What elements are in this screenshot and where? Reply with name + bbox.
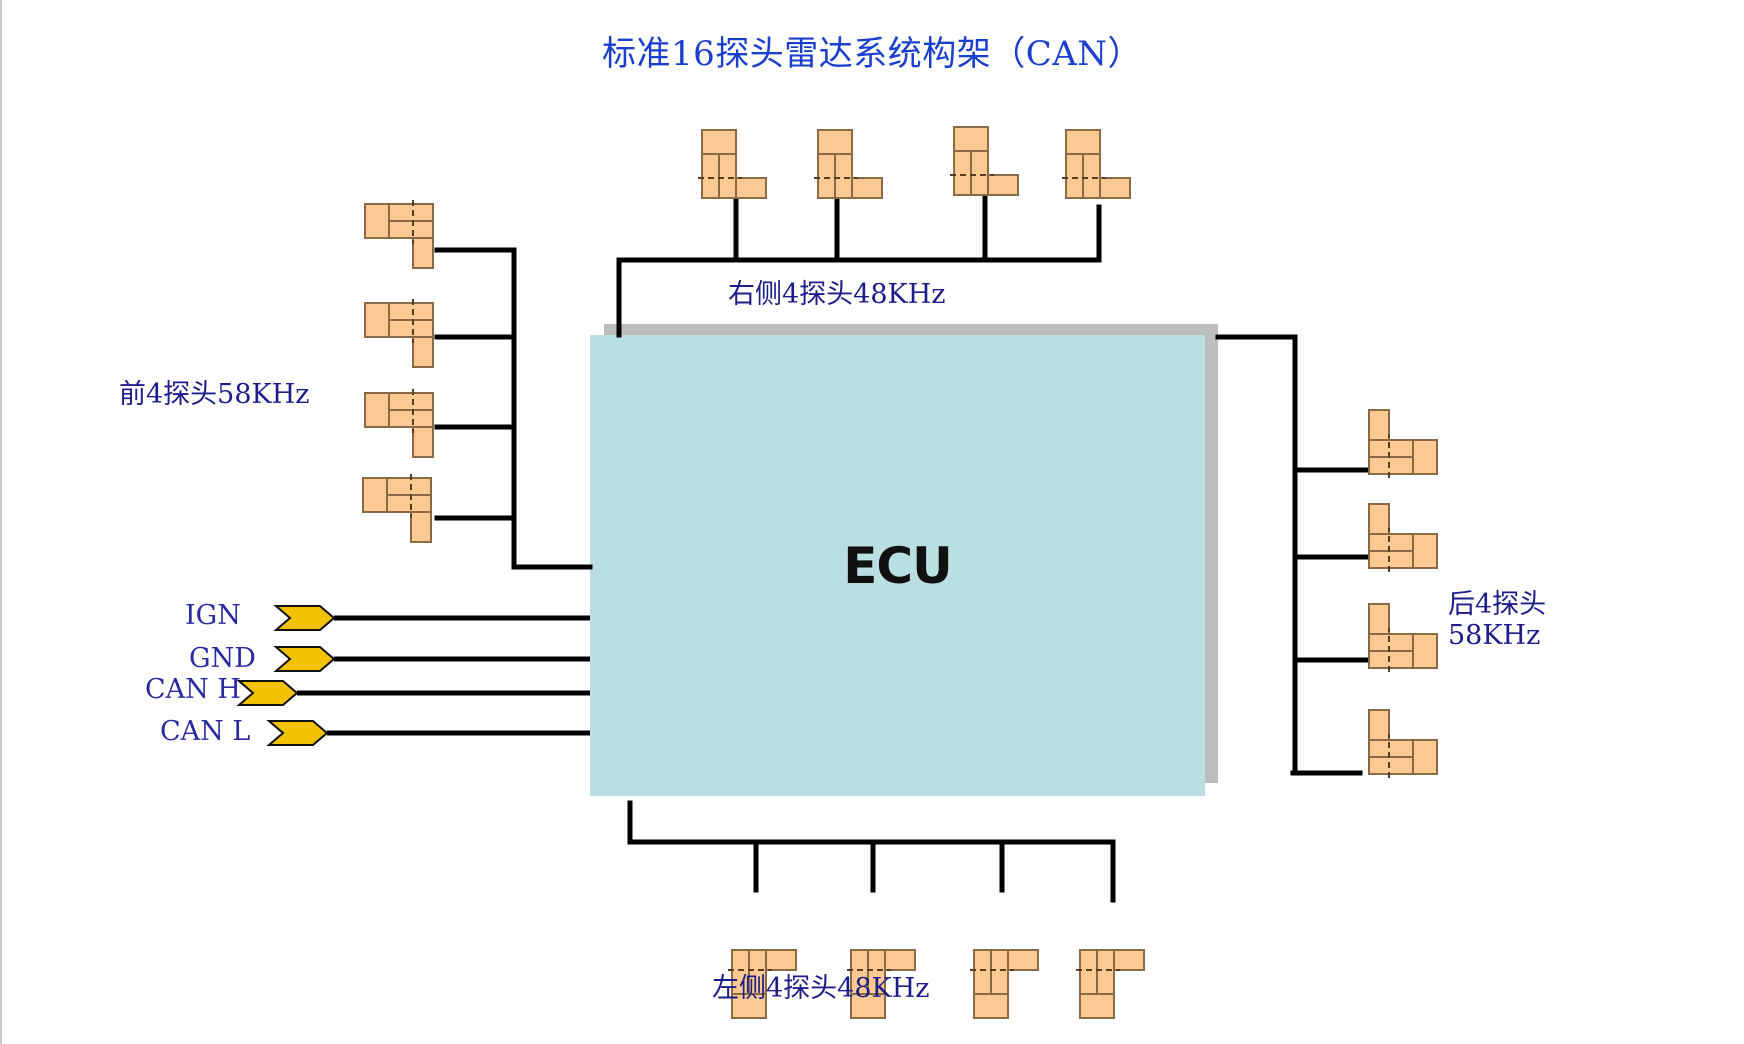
page-border — [0, 0, 2, 1044]
right-side-group-label: 右侧4探头48KHz — [728, 279, 946, 310]
signal-wires — [297, 615, 590, 736]
rear-group-label-line2: 58KHz — [1448, 620, 1541, 651]
sensor-front-1 — [364, 199, 434, 269]
sensor-rear-3 — [1368, 603, 1438, 673]
connector-can-l — [266, 720, 329, 746]
rear-bus — [1215, 334, 1373, 776]
front-bus — [434, 247, 593, 570]
sensor-rear-1 — [1368, 409, 1438, 479]
sensor-right-3 — [949, 126, 1019, 196]
diagram-title: 标准16探头雷达系统构架（CAN） — [601, 34, 1143, 74]
connector-can-h — [236, 680, 299, 706]
rear-group-label-line1: 后4探头 — [1448, 589, 1547, 620]
right-side-bus — [616, 192, 1102, 338]
signal-label-ign: IGN — [185, 600, 241, 631]
front-sensors — [362, 199, 434, 543]
sensor-front-3 — [364, 388, 434, 458]
signal-connectors — [236, 605, 336, 746]
sensor-front-4 — [362, 473, 432, 543]
front-group-label: 前4探头58KHz — [119, 379, 310, 410]
signal-label-can-l: CAN L — [160, 716, 251, 747]
sensor-right-2 — [813, 129, 883, 199]
left-side-bus — [627, 800, 1116, 903]
ecu-box — [590, 335, 1205, 796]
signal-label-can-h: CAN H — [145, 674, 241, 705]
connector-ign — [273, 605, 336, 631]
left-side-group-label: 左侧4探头48KHz — [712, 973, 930, 1004]
sensor-left-4 — [1075, 949, 1145, 1019]
sensor-right-1 — [697, 129, 767, 199]
ecu-label: ECU — [843, 536, 952, 595]
sensor-rear-4 — [1368, 709, 1438, 779]
rear-sensors — [1368, 409, 1438, 779]
sensor-rear-2 — [1368, 503, 1438, 573]
right-side-sensors — [697, 126, 1131, 199]
connector-gnd — [273, 646, 336, 672]
sensor-right-4 — [1061, 129, 1131, 199]
sensor-left-3 — [969, 949, 1039, 1019]
signal-label-gnd: GND — [189, 643, 256, 674]
sensor-front-2 — [364, 298, 434, 368]
